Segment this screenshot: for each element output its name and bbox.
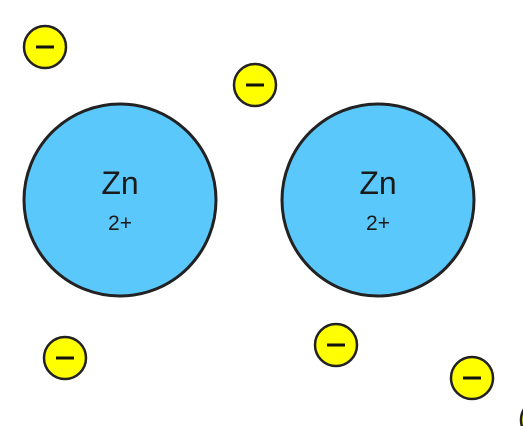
zinc-ion-left-symbol: Zn xyxy=(101,165,138,201)
zinc-ion-left-circle xyxy=(22,102,218,298)
zinc-ion-right-symbol: Zn xyxy=(359,165,396,201)
electron-1 xyxy=(22,24,68,70)
electron-3 xyxy=(42,335,88,381)
zinc-ion-right: Zn 2+ xyxy=(280,102,476,298)
electron-4 xyxy=(313,322,359,368)
zinc-ion-left-charge: 2+ xyxy=(108,212,132,235)
electron-5 xyxy=(449,355,495,401)
zinc-ion-right-charge: 2+ xyxy=(366,212,390,235)
zinc-ion-left: Zn 2+ xyxy=(22,102,218,298)
zinc-ion-right-circle xyxy=(280,102,476,298)
electron-2 xyxy=(232,62,278,108)
